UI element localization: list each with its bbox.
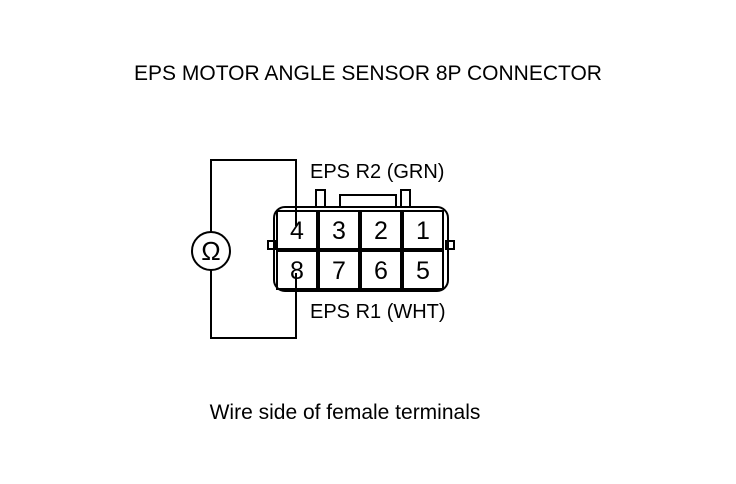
cavity-1 xyxy=(318,210,360,250)
cavity-6 xyxy=(360,250,402,290)
ohmmeter: Ω xyxy=(191,231,231,271)
pin-number: 7 xyxy=(332,257,346,285)
connector-lock xyxy=(339,194,397,207)
connector-housing xyxy=(273,206,449,292)
cavity-4 xyxy=(276,250,318,290)
wire-label-top: EPS R2 (GRN) xyxy=(310,161,444,183)
ohm-symbol: Ω xyxy=(201,236,220,266)
connector-8p: 4 3 2 1 8 7 6 5 xyxy=(267,189,455,292)
pin-number: 4 xyxy=(290,217,304,245)
cavity-2 xyxy=(360,210,402,250)
pin-number: 1 xyxy=(416,217,430,245)
connector-tab-left xyxy=(315,189,326,208)
connector-tab-right xyxy=(400,189,411,208)
diagram-title: EPS MOTOR ANGLE SENSOR 8P CONNECTOR xyxy=(134,62,602,85)
wire-label-bottom: EPS R1 (WHT) xyxy=(310,301,446,323)
cavity-7 xyxy=(402,250,444,290)
ohmmeter-circle xyxy=(191,231,231,271)
cavity-5 xyxy=(318,250,360,290)
cavity-0 xyxy=(276,210,318,250)
pin-number: 6 xyxy=(374,257,388,285)
pin-number: 3 xyxy=(332,217,346,245)
cavity-3 xyxy=(402,210,444,250)
terminal-grid xyxy=(276,210,444,290)
pin-number: 5 xyxy=(416,257,430,285)
test-wire xyxy=(210,159,297,339)
connector-nub-right xyxy=(445,240,455,250)
pin-number: 2 xyxy=(374,217,388,245)
pin-number: 8 xyxy=(290,257,304,285)
diagram-caption: Wire side of female terminals xyxy=(210,401,481,424)
